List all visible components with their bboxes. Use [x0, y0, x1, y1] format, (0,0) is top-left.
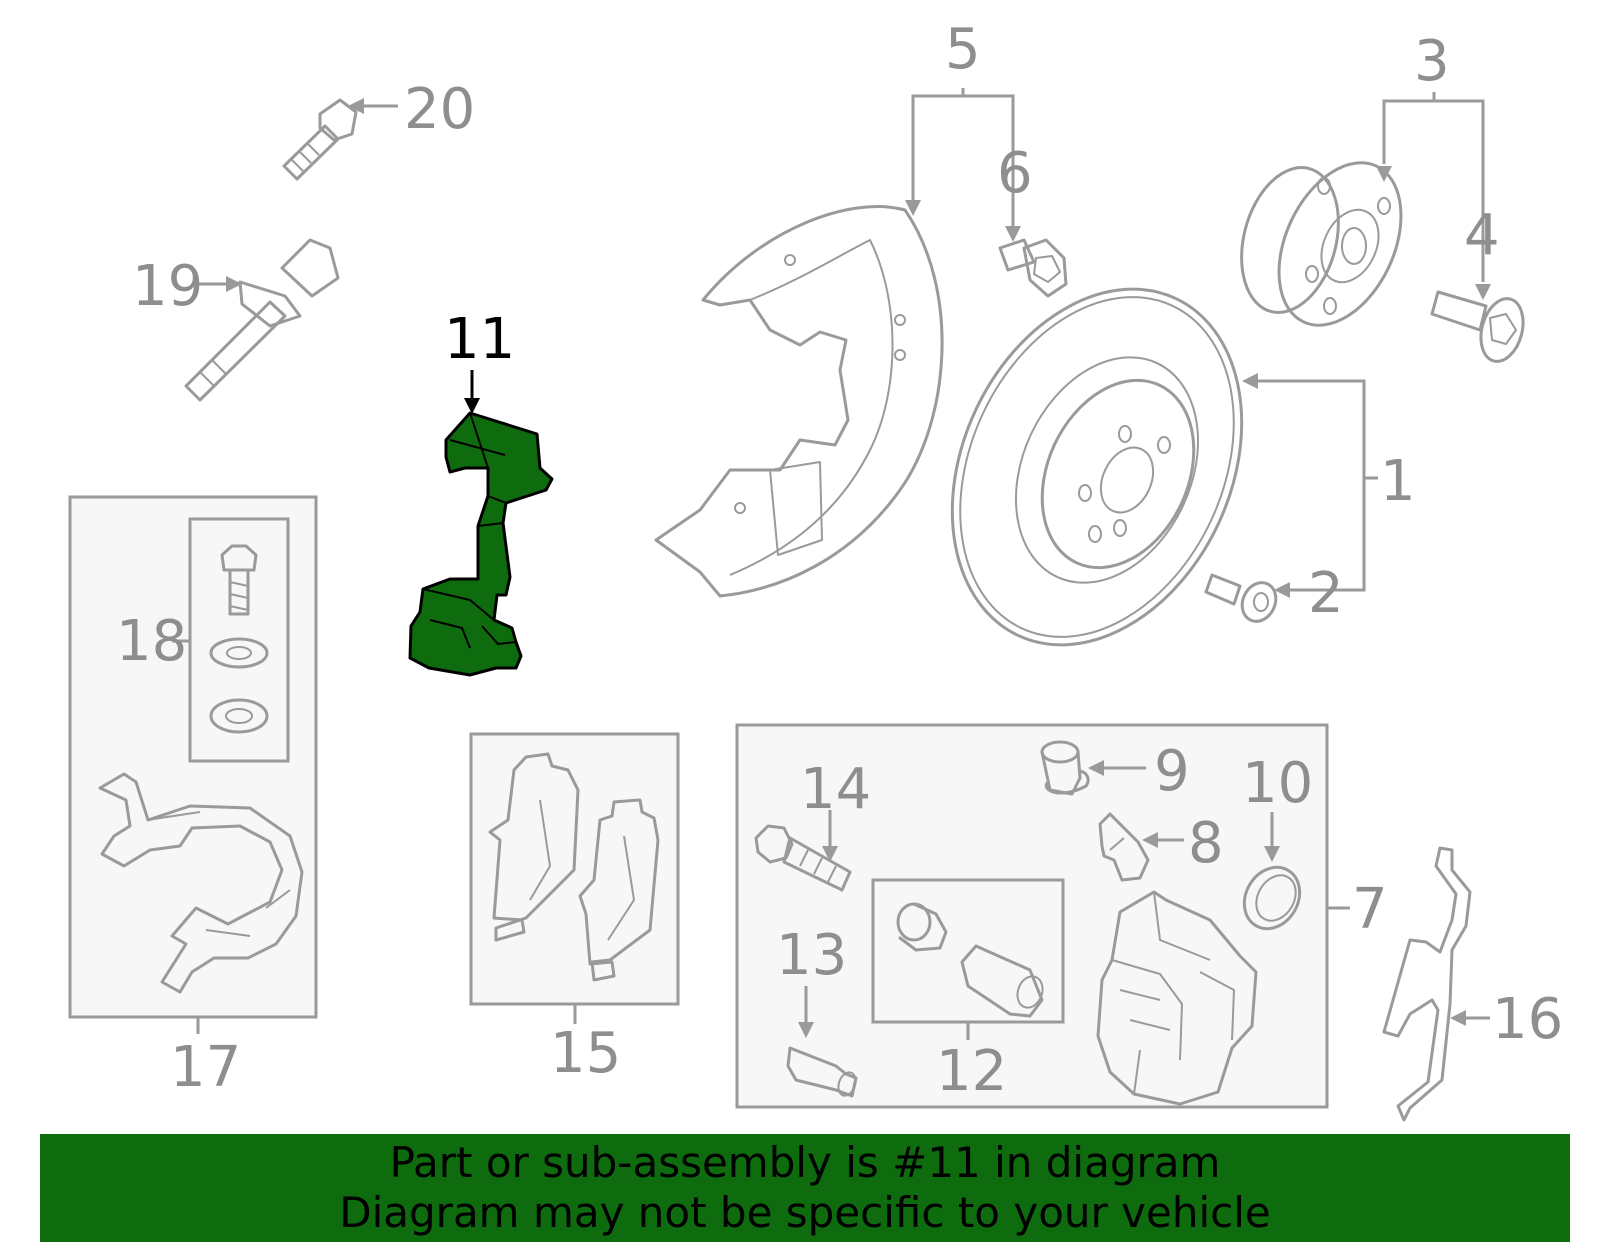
rotor-1-drawing: [950, 287, 1244, 647]
callout-5: 5: [945, 17, 981, 82]
spring-16-drawing: [1382, 846, 1472, 1122]
leader-lines: [172, 88, 1491, 1040]
callout-19: 19: [132, 254, 203, 319]
callout-2: 2: [1308, 561, 1344, 626]
bolt-20-drawing: [282, 98, 358, 181]
hub-3-drawing: [1240, 161, 1403, 327]
bolt-4-drawing: [1430, 290, 1525, 363]
callout-14: 14: [800, 757, 871, 822]
callout-labels: 5 3 6 4 20 19 11 1 2 18 9 10 14 8 7 13 1…: [116, 17, 1563, 1104]
banner-line-part: Part or sub-assembly is #11 in diagram: [389, 1138, 1221, 1187]
bolt-6-drawing: [998, 238, 1068, 298]
bleeder-8-drawing: [1098, 812, 1150, 882]
cap-9-drawing: [1040, 740, 1090, 796]
bolt-washers-18-drawing: [209, 544, 269, 734]
callout-8: 8: [1188, 811, 1224, 876]
caliper-bracket-11-drawing: [408, 411, 554, 677]
callout-20: 20: [404, 77, 475, 142]
caliper-7-drawing: [1096, 890, 1258, 1106]
callout-10: 10: [1242, 751, 1313, 816]
bolt-2-drawing: [1204, 573, 1278, 623]
callout-13: 13: [776, 923, 847, 988]
box-12: [871, 878, 1065, 1024]
banner-line-disclaimer: Diagram may not be specific to your vehi…: [339, 1188, 1271, 1237]
callout-6: 6: [997, 141, 1033, 206]
pads-15-drawing: [488, 752, 660, 982]
info-banner: Part or sub-assembly is #11 in diagram D…: [40, 1134, 1570, 1242]
seal-10-drawing: [1242, 865, 1302, 931]
callout-12: 12: [936, 1039, 1007, 1104]
callout-18: 18: [116, 609, 187, 674]
callout-15: 15: [550, 1021, 621, 1086]
callout-1: 1: [1380, 449, 1416, 514]
dust-shield-5-drawing: [654, 205, 944, 598]
spring-17-drawing: [98, 772, 304, 994]
pin-13-drawing: [786, 1046, 858, 1098]
callout-11: 11: [444, 307, 515, 372]
callout-9: 9: [1154, 739, 1190, 804]
callout-3: 3: [1414, 29, 1450, 94]
callout-7: 7: [1352, 877, 1388, 942]
callout-4: 4: [1464, 203, 1500, 268]
guide-pin-19-drawing: [184, 238, 340, 402]
boot-sleeve-12-drawing: [896, 902, 1044, 1018]
callout-16: 16: [1492, 987, 1563, 1052]
callout-17: 17: [170, 1035, 241, 1100]
